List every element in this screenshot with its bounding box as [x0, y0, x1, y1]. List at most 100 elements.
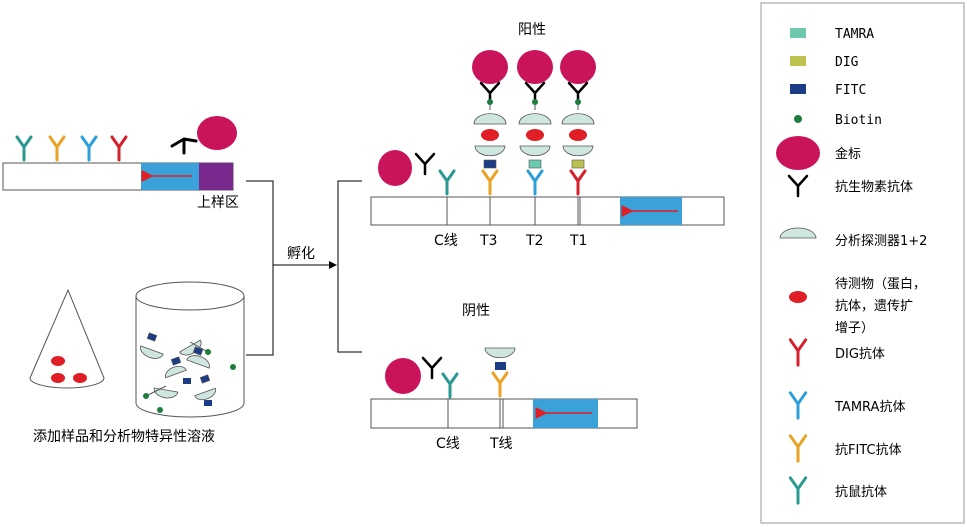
- fitc-tag-icon: [183, 378, 191, 384]
- dry-antibody-row: [15, 135, 128, 162]
- fitc-tag-icon: [204, 400, 212, 406]
- gold-particle: [385, 358, 421, 394]
- probe-icon: [194, 387, 217, 401]
- legend-item-tamra: TAMRA: [790, 27, 874, 42]
- test-line-label: C线: [434, 233, 458, 249]
- probe-icon: [561, 113, 595, 125]
- biotin-icon: [794, 115, 802, 123]
- fitc-tag-icon: [170, 356, 182, 366]
- analyte-dot: [481, 129, 499, 141]
- legend-item-anti_biotin: 抗生物素抗体: [787, 174, 913, 198]
- legend-label: 抗体，遗传扩: [835, 299, 913, 314]
- biotin-icon: [575, 99, 581, 105]
- legend-item-fitc: FITC: [790, 83, 866, 98]
- legend-label: 抗生物素抗体: [835, 180, 913, 195]
- gold-particle-icon: [776, 136, 820, 170]
- analyte-icon: [789, 291, 807, 303]
- analyte-dot: [51, 356, 65, 366]
- biotin-icon: [205, 349, 211, 355]
- analyte-dot: [51, 373, 65, 383]
- fitc-tag-icon: [495, 362, 506, 370]
- biotin-icon: [157, 407, 163, 413]
- probe-icon: [140, 345, 164, 359]
- dig-tag-icon: [790, 56, 806, 66]
- legend-item-gold: 金标: [776, 136, 861, 170]
- dig-antibody-icon: [569, 169, 587, 196]
- dig-antibody-icon: [110, 135, 128, 162]
- mouse-antibody-icon: [438, 169, 456, 196]
- biotin-icon: [143, 393, 149, 399]
- legend-item-tamra_antibody: TAMRA抗体: [788, 391, 905, 420]
- fitc-antibody-icon: [48, 135, 66, 162]
- analyte-dot: [73, 373, 87, 383]
- legend-label: DIG抗体: [835, 347, 885, 362]
- biotin-icon: [487, 99, 493, 105]
- legend-label: 待测物（蛋白，: [835, 276, 926, 292]
- test-line-label: T线: [489, 436, 513, 452]
- probe-icon: [473, 113, 507, 125]
- probe-icon: [474, 145, 506, 157]
- gold-particle: [197, 116, 237, 150]
- probe-icon: [186, 355, 210, 369]
- fitc-tag-icon: [483, 159, 497, 169]
- legend-label: Biotin: [835, 113, 882, 128]
- tamra-tag-icon: [528, 159, 542, 169]
- test-line-label: T3: [479, 233, 497, 249]
- fitc-antibody-icon: [481, 169, 499, 196]
- probe-icon: [519, 145, 551, 157]
- legend-label: 金标: [835, 146, 861, 162]
- biotin-icon: [230, 364, 236, 370]
- gold-particle: [472, 50, 508, 84]
- fitc-tag-icon: [199, 374, 211, 384]
- anti-biotin-antibody-icon: [170, 137, 198, 155]
- add-sample-label: 添加样品和分析物特异性溶液: [33, 429, 215, 445]
- anti-biotin-antibody-icon: [414, 152, 436, 176]
- positive-sandwiches: [378, 50, 596, 196]
- sample-cone: [29, 288, 105, 389]
- negative-strip: [370, 398, 638, 429]
- fitc-tag-icon: [192, 346, 204, 356]
- fitc-tag-icon: [790, 84, 806, 94]
- gold-particle: [378, 150, 412, 186]
- test-line-label: T2: [525, 233, 543, 249]
- legend-item-probe: 分析探测器1+2: [779, 227, 927, 249]
- tamra-antibody-icon: [526, 169, 544, 196]
- tamra-antibody-icon: [80, 135, 98, 162]
- legend-item-mouse_antibody: 抗鼠抗体: [788, 476, 887, 505]
- mouse-antibody-icon: [15, 135, 33, 162]
- test-line-label: T1: [569, 233, 587, 249]
- positive-title: 阳性: [518, 22, 546, 38]
- tamra-tag-icon: [790, 28, 806, 38]
- probe-icon: [484, 347, 516, 359]
- anti-biotin-antibody-icon: [421, 356, 443, 380]
- sample-zone-label: 上样区: [197, 195, 239, 211]
- sandwich-complex: [517, 50, 553, 196]
- connector-lines: [246, 180, 362, 356]
- positive-strip: [370, 196, 725, 226]
- legend-label: DIG: [835, 55, 859, 70]
- positive-test-lines: C线 T3 T2 T1: [434, 197, 587, 249]
- tamra-antibody-icon: [788, 391, 808, 420]
- probe-icon: [779, 227, 817, 239]
- dry-strip: 上样区: [2, 162, 239, 211]
- cylinder-probes: [140, 332, 236, 413]
- fitc-antibody-icon: [788, 434, 808, 463]
- mouse-antibody-icon: [788, 476, 808, 505]
- legend-label: TAMRA: [835, 27, 874, 42]
- legend-label: 分析探测器1+2: [835, 234, 927, 249]
- legend-label: 增子）: [835, 321, 874, 336]
- legend-item-dig_antibody: DIG抗体: [788, 338, 885, 367]
- incubation-label: 孵化: [287, 246, 315, 262]
- dry-gold-conjugate: [170, 116, 237, 155]
- legend-label: TAMRA抗体: [834, 400, 905, 415]
- legend-label: FITC: [835, 83, 866, 98]
- probe-icon: [518, 113, 552, 125]
- legend-item-fitc_antibody: 抗FITC抗体: [788, 434, 902, 463]
- sandwich-complex: [560, 50, 596, 196]
- dig-tag-icon: [571, 159, 585, 169]
- negative-complexes: [385, 347, 516, 399]
- mouse-antibody-icon: [441, 372, 459, 399]
